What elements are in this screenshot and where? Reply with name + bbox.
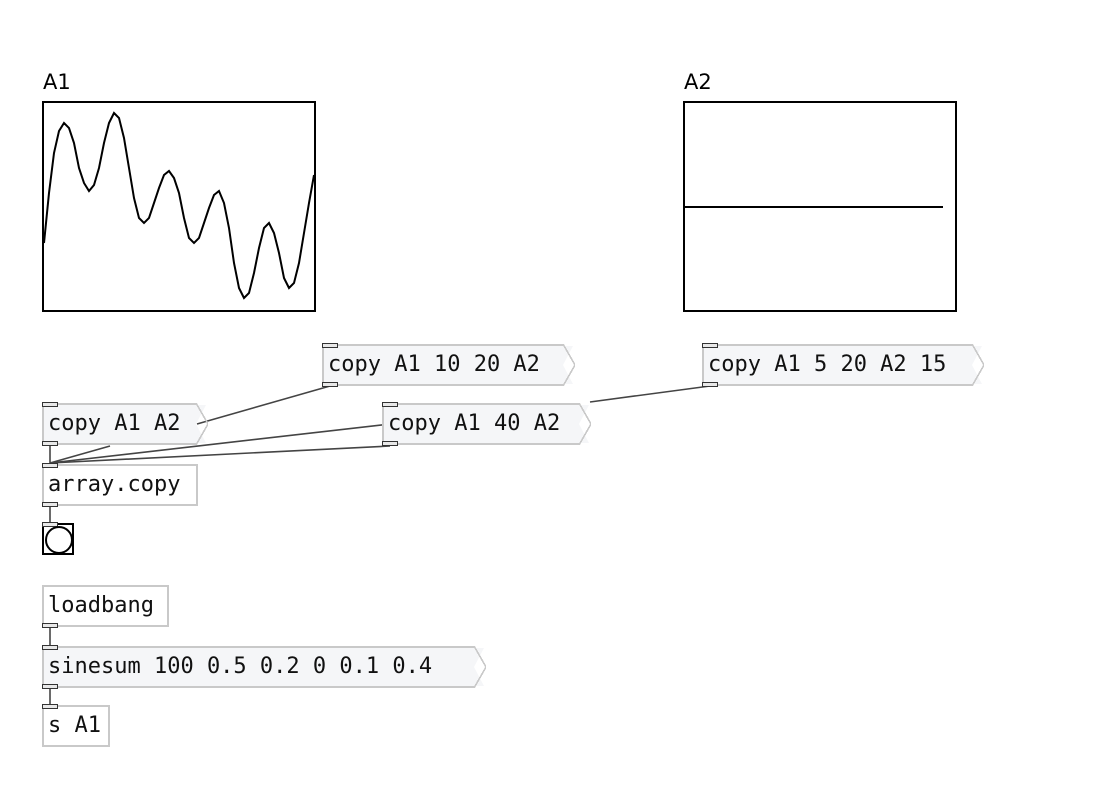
inlet[interactable] bbox=[42, 704, 58, 709]
bang-button[interactable] bbox=[42, 522, 74, 555]
array-label-a1: A1 bbox=[43, 70, 71, 94]
message-sinesum[interactable]: sinesum 100 0.5 0.2 0 0.1 0.4 bbox=[42, 645, 486, 689]
outlet[interactable] bbox=[702, 382, 718, 387]
outlet[interactable] bbox=[42, 502, 58, 507]
cord-5-20-to-copy bbox=[589, 385, 711, 403]
message-copy-a1-40-a2[interactable]: copy A1 40 A2 bbox=[382, 402, 591, 446]
inlet[interactable] bbox=[702, 343, 718, 348]
inlet[interactable] bbox=[382, 402, 398, 407]
waveform-a2 bbox=[685, 206, 943, 208]
array-label-a2: A2 bbox=[684, 70, 712, 94]
array-graph-a2[interactable] bbox=[683, 101, 957, 312]
object-loadbang[interactable]: loadbang bbox=[42, 585, 169, 628]
message-text: copy A1 40 A2 bbox=[388, 411, 561, 436]
inlet[interactable] bbox=[322, 343, 338, 348]
waveform-a1 bbox=[44, 111, 314, 300]
outlet[interactable] bbox=[42, 623, 58, 628]
outlet[interactable] bbox=[382, 441, 398, 446]
cord-10-20-to-copy bbox=[196, 385, 331, 425]
object-send-a1[interactable]: s A1 bbox=[42, 704, 110, 747]
message-text: sinesum 100 0.5 0.2 0 0.1 0.4 bbox=[48, 654, 433, 679]
object-text: s A1 bbox=[48, 713, 101, 738]
object-text: loadbang bbox=[48, 593, 154, 618]
message-copy-a1-a2[interactable]: copy A1 A2 bbox=[42, 402, 208, 446]
object-text: array.copy bbox=[48, 472, 181, 497]
outlet[interactable] bbox=[322, 382, 338, 387]
cord-40-outlet-to-array-copy bbox=[49, 445, 391, 464]
message-text: copy A1 5 20 A2 15 bbox=[708, 352, 947, 377]
inlet[interactable] bbox=[42, 522, 58, 527]
outlet[interactable] bbox=[42, 684, 58, 689]
cord-copy-a1-a2-to-array-copy bbox=[49, 445, 111, 464]
message-text: copy A1 10 20 A2 bbox=[328, 352, 540, 377]
object-array-copy[interactable]: array.copy bbox=[42, 463, 198, 507]
outlet[interactable] bbox=[42, 441, 58, 446]
message-text: copy A1 A2 bbox=[48, 411, 181, 436]
inlet[interactable] bbox=[42, 645, 58, 650]
message-copy-a1-10-20-a2[interactable]: copy A1 10 20 A2 bbox=[322, 343, 575, 387]
message-copy-a1-5-20-a2-15[interactable]: copy A1 5 20 A2 15 bbox=[702, 343, 984, 387]
inlet[interactable] bbox=[42, 402, 58, 407]
array-graph-a1[interactable] bbox=[42, 101, 316, 312]
inlet[interactable] bbox=[42, 463, 58, 468]
bang-circle-icon bbox=[45, 526, 73, 554]
